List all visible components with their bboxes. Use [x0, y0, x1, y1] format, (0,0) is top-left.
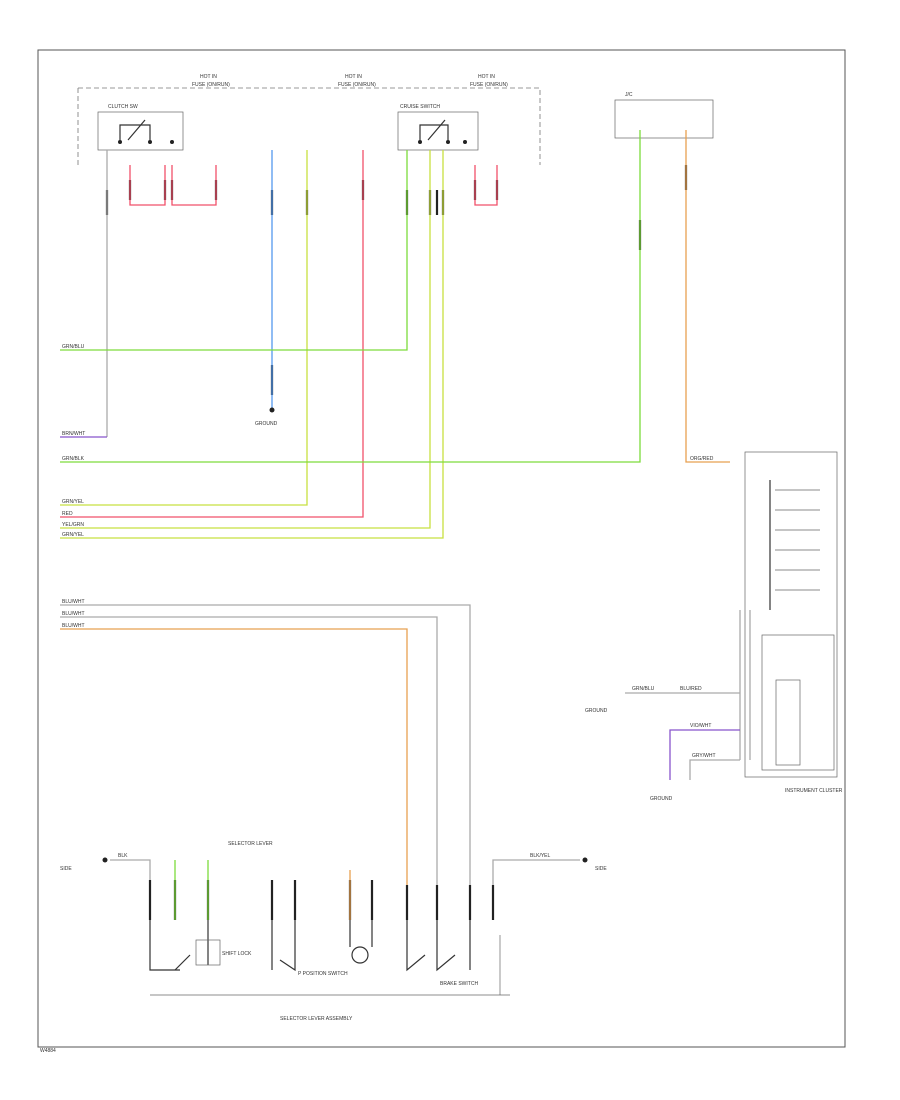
- power-distribution-box: HOT IN FUSE (ON/RUN) HOT IN FUSE (ON/RUN…: [77, 74, 541, 165]
- ground-middle: GROUND: [255, 407, 278, 427]
- top-right-module: J/C: [614, 92, 714, 139]
- wire-label-5: RED: [62, 511, 73, 517]
- wire-label-1: GRN/BLU: [62, 344, 85, 350]
- clutch-switch: CLUTCH SW: [97, 104, 184, 151]
- wire-label-17: BLK/YEL: [530, 853, 551, 859]
- selector-lever-label: SELECTOR LEVER: [228, 841, 273, 847]
- top-connectors: [105, 165, 688, 395]
- park-switch-label: P POSITION SWITCH: [298, 971, 348, 977]
- vertical-wires: [60, 130, 730, 539]
- red-jumpers: [129, 165, 498, 206]
- left-side-label: SIDE: [60, 866, 72, 872]
- hot-label-2: HOT IN: [345, 74, 362, 80]
- right-middle-wires: GRN/BLU BLU/RED VIO/WHT GRY/WHT GROUND G…: [585, 686, 740, 802]
- wire-label-12: GRN/BLU: [632, 686, 655, 692]
- wire-label-8: BLU/WHT: [62, 599, 85, 605]
- wire-label-2: BRN/WHT: [62, 431, 85, 437]
- hot-label-3b: FUSE (ON/RUN): [470, 82, 508, 88]
- wire-label-3: GRN/BLK: [62, 456, 85, 462]
- cruise-switch-label: CRUISE SWITCH: [400, 104, 440, 110]
- wire-label-11: ORG/RED: [690, 456, 714, 462]
- wire-label-10: BLU/WHT: [62, 623, 85, 629]
- instrument-cluster-label: INSTRUMENT CLUSTER: [785, 788, 843, 794]
- clutch-switch-label: CLUTCH SW: [108, 104, 138, 110]
- page-code: W4884: [40, 1048, 56, 1054]
- hot-label-1b: FUSE (ON/RUN): [192, 82, 230, 88]
- hot-label-2b: FUSE (ON/RUN): [338, 82, 376, 88]
- bottom-module-label: SELECTOR LEVER ASSEMBLY: [280, 1016, 353, 1022]
- wire-label-4: GRN/YEL: [62, 499, 84, 505]
- instrument-cluster: INSTRUMENT CLUSTER: [739, 451, 843, 794]
- brake-switch-label: BRAKE SWITCH: [440, 981, 478, 987]
- wire-label-16: BLK: [118, 853, 128, 859]
- wire-label-15: GRY/WHT: [692, 753, 716, 759]
- wire-label-14: VIO/WHT: [690, 723, 711, 729]
- joint-connector-label: J/C: [625, 92, 633, 98]
- left-wire-labels: GRN/BLU BRN/WHT GRN/BLK GRN/YEL RED YEL/…: [62, 344, 714, 629]
- wire-label-9: BLU/WHT: [62, 611, 85, 617]
- shift-lock-label: SHIFT LOCK: [222, 951, 252, 957]
- wire-label-13: BLU/RED: [680, 686, 702, 692]
- cruise-switch: CRUISE SWITCH: [397, 104, 479, 151]
- ground-label-3: GROUND: [650, 796, 673, 802]
- diagram-border: [37, 49, 846, 1048]
- hot-label-1: HOT IN: [200, 74, 217, 80]
- right-side-label: SIDE: [595, 866, 607, 872]
- wire-label-7: GRN/YEL: [62, 532, 84, 538]
- ground-label-2: GROUND: [585, 708, 608, 714]
- lower-wires: [60, 604, 471, 915]
- hot-label-3: HOT IN: [478, 74, 495, 80]
- selector-lever-assembly: BLK BLK/YEL SELECTOR LEVER SHIFT LOCK P …: [60, 841, 607, 1022]
- ground-label-1: GROUND: [255, 421, 278, 427]
- wire-label-6: YEL/GRN: [62, 522, 84, 528]
